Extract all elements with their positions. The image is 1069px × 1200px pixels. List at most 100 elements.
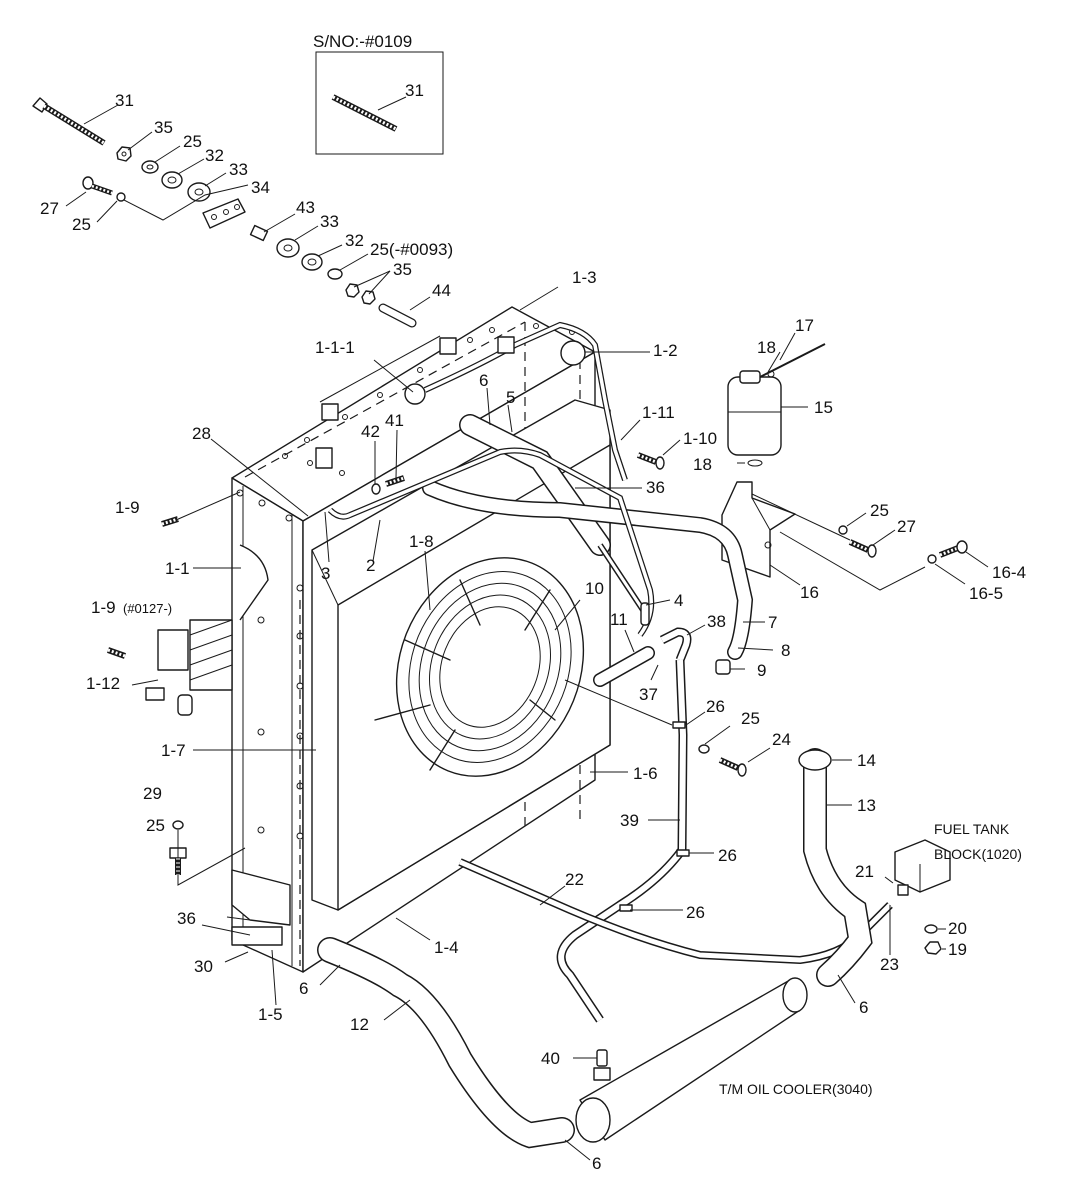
label-15: 15 bbox=[814, 398, 833, 417]
label-31-inset: 31 bbox=[405, 81, 424, 100]
clamp-26b bbox=[676, 849, 690, 857]
label-9: 9 bbox=[757, 661, 766, 680]
mount-30 bbox=[231, 869, 291, 946]
washer-25d bbox=[838, 525, 848, 535]
label-33: 33 bbox=[229, 160, 248, 179]
label-38: 38 bbox=[707, 612, 726, 631]
label-26: 26 bbox=[706, 697, 725, 716]
callouts: S/NO:-#0109 31 31 35 25 32 33 34 27 25 4… bbox=[40, 32, 1026, 1173]
washer-33b bbox=[276, 238, 300, 258]
valve-1-12 bbox=[145, 619, 233, 716]
bolt-41 bbox=[385, 475, 405, 487]
label-28: 28 bbox=[192, 424, 211, 443]
label-20: 20 bbox=[948, 919, 967, 938]
label-26c: 26 bbox=[686, 903, 705, 922]
label-4: 4 bbox=[674, 591, 683, 610]
clamp-blocks bbox=[315, 336, 515, 469]
label-17: 17 bbox=[795, 316, 814, 335]
washer-33a bbox=[187, 182, 211, 202]
label-29: 29 bbox=[143, 784, 162, 803]
washer-42 bbox=[371, 483, 381, 495]
label-6d: 6 bbox=[592, 1154, 601, 1173]
label-27: 27 bbox=[40, 199, 59, 218]
label-14: 14 bbox=[857, 751, 876, 770]
label-1-8: 1-8 bbox=[409, 532, 434, 551]
label-6: 6 bbox=[479, 371, 488, 390]
bolt-27a bbox=[82, 176, 113, 196]
label-36b: 36 bbox=[177, 909, 196, 928]
bolt-1-9b bbox=[107, 647, 126, 659]
pin-44 bbox=[378, 303, 417, 328]
label-7: 7 bbox=[768, 613, 777, 632]
washer-16-5 bbox=[927, 554, 937, 564]
hose-12 bbox=[317, 937, 575, 1149]
label-36: 36 bbox=[646, 478, 665, 497]
label-16-5: 16-5 bbox=[969, 584, 1003, 603]
label-35b: 35 bbox=[393, 260, 412, 279]
label-25b: 25 bbox=[72, 215, 91, 234]
label-1-9b-note: (#0127-) bbox=[123, 601, 172, 616]
fitting-21-20-19 bbox=[897, 884, 942, 955]
label-1-7: 1-7 bbox=[161, 741, 186, 760]
bolt-16-4 bbox=[938, 540, 968, 558]
label-25d: 25 bbox=[870, 501, 889, 520]
rod-1-11-assembly bbox=[597, 543, 646, 612]
label-1-2: 1-2 bbox=[653, 341, 678, 360]
bolt-1-10 bbox=[636, 452, 665, 470]
label-21: 21 bbox=[855, 862, 874, 881]
fan-guard-1-8 bbox=[374, 557, 585, 777]
label-1-4: 1-4 bbox=[434, 938, 459, 957]
bolt-1-9 bbox=[161, 516, 179, 527]
label-10: 10 bbox=[585, 579, 604, 598]
label-1-1-1: 1-1-1 bbox=[315, 338, 355, 357]
label-1-12: 1-12 bbox=[86, 674, 120, 693]
label-5: 5 bbox=[506, 388, 515, 407]
label-33b: 33 bbox=[320, 212, 339, 231]
label-1-9: 1-9 bbox=[115, 498, 140, 517]
label-13: 13 bbox=[857, 796, 876, 815]
label-fuel-tank: FUEL TANK bbox=[934, 821, 1010, 837]
fitting-4 bbox=[640, 602, 650, 626]
label-42: 42 bbox=[361, 422, 380, 441]
washer-25e bbox=[698, 744, 710, 754]
label-1-5: 1-5 bbox=[258, 1005, 283, 1024]
label-16: 16 bbox=[800, 583, 819, 602]
label-tm-oil-cooler: T/M OIL COOLER(3040) bbox=[719, 1081, 873, 1097]
label-41: 41 bbox=[385, 411, 404, 430]
upper-hose-5 bbox=[459, 414, 611, 556]
label-32: 32 bbox=[205, 146, 224, 165]
bolt-24 bbox=[718, 757, 747, 777]
label-32b: 32 bbox=[345, 231, 364, 250]
leader-lines bbox=[131, 286, 856, 1161]
label-35: 35 bbox=[154, 118, 173, 137]
side-cover-1-1 bbox=[239, 544, 269, 621]
label-1-1: 1-1 bbox=[165, 559, 190, 578]
bracket-34 bbox=[202, 198, 246, 229]
cap-1-1-1 bbox=[404, 383, 426, 405]
fitting-40 bbox=[596, 1049, 608, 1067]
label-39: 39 bbox=[620, 811, 639, 830]
bolt-31 bbox=[32, 97, 106, 146]
fitting-9 bbox=[715, 659, 731, 675]
label-26b: 26 bbox=[718, 846, 737, 865]
label-31: 31 bbox=[115, 91, 134, 110]
fuel-tank-block bbox=[894, 839, 951, 893]
label-44: 44 bbox=[432, 281, 451, 300]
label-23: 23 bbox=[880, 955, 899, 974]
nut-35a bbox=[116, 146, 132, 162]
line-1-3 bbox=[327, 447, 655, 637]
label-8: 8 bbox=[781, 641, 790, 660]
nuts-35b bbox=[345, 283, 376, 305]
label-1-11: 1-11 bbox=[642, 403, 675, 422]
washer-25c bbox=[327, 268, 343, 280]
label-18b: 18 bbox=[693, 455, 712, 474]
label-3: 3 bbox=[321, 564, 330, 583]
label-2: 2 bbox=[366, 556, 375, 575]
label-12: 12 bbox=[350, 1015, 369, 1034]
label-43: 43 bbox=[296, 198, 315, 217]
label-6b: 6 bbox=[299, 979, 308, 998]
inset-bolt-31 bbox=[331, 94, 398, 132]
bolt-27b bbox=[848, 539, 877, 558]
label-25e: 25 bbox=[741, 709, 760, 728]
